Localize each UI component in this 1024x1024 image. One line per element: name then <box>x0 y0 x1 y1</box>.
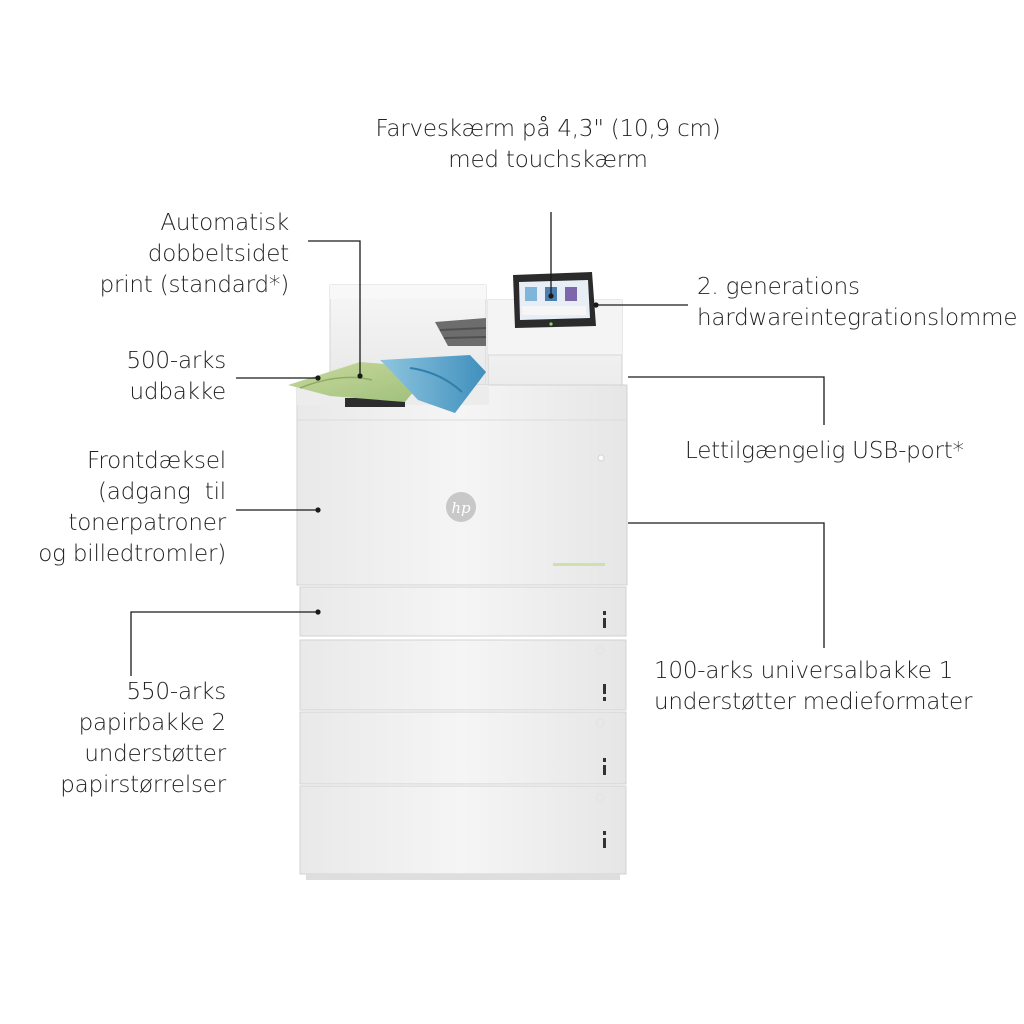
callout-display-line-1: Farveskærm på 4,3" (10,9 cm) <box>375 116 721 142</box>
callout-duplex: Automatisk dobbeltsidet print (standard*… <box>40 208 290 301</box>
callout-duplex-line-2: dobbeltsidet <box>147 241 289 267</box>
callout-output-bin-line-2: udbakke <box>129 379 227 405</box>
leader-tray1 <box>628 522 825 648</box>
callout-hip-line-2: hardwareintegrationslomme <box>697 305 1018 331</box>
paper-trays <box>299 586 627 880</box>
callout-usb-line-1: Lettilgængelig USB-port* <box>685 438 964 464</box>
callout-tray2-line-1: 550-arks <box>126 679 227 705</box>
callout-tray2-line-4: papirstørrelser <box>60 772 226 798</box>
callout-output-bin: 500-arks udbakke <box>60 346 227 408</box>
callout-tray2-line-2: papirbakke 2 <box>78 710 227 736</box>
callout-tray2-line-3: understøtter <box>84 741 226 767</box>
callout-front-cover: Frontdæksel (adgang til tonerpatroner og… <box>10 446 226 570</box>
touch-display <box>513 272 596 328</box>
callout-duplex-line-3: print (standard*) <box>99 272 290 298</box>
callout-display: Farveskærm på 4,3" (10,9 cm) med touchsk… <box>348 114 748 176</box>
callout-front-cover-line-4: og billedtromler) <box>38 541 226 567</box>
callout-tray1: 100-arks universalbakke 1 understøtter m… <box>654 656 1014 718</box>
output-paper <box>288 355 486 413</box>
leader-duplex <box>308 240 361 376</box>
callout-front-cover-line-3: tonerpatroner <box>68 510 226 536</box>
hp-logo-icon: hp <box>446 492 476 522</box>
callout-front-cover-line-2: (adgang til <box>98 479 226 505</box>
leader-tray2 <box>130 611 318 676</box>
callout-hip-line-1: 2. generations <box>697 274 860 300</box>
callout-usb: Lettilgængelig USB-port* <box>685 436 1005 467</box>
callout-hip: 2. generations hardwareintegrationslomme <box>697 272 1017 334</box>
callout-front-cover-line-1: Frontdæksel <box>86 448 226 474</box>
leader-dots <box>315 293 599 615</box>
svg-text:hp: hp <box>451 499 471 517</box>
printer-body <box>296 384 628 586</box>
callout-output-bin-line-1: 500-arks <box>126 348 227 374</box>
callout-tray1-line-2: understøtter medieformater <box>654 689 973 715</box>
callout-tray2: 550-arks papirbakke 2 understøtter papir… <box>20 677 226 801</box>
callout-duplex-line-1: Automatisk <box>160 210 289 236</box>
leader-lines <box>130 212 825 676</box>
callout-tray1-line-1: 100-arks universalbakke 1 <box>654 658 954 684</box>
callout-display-line-2: med touchskærm <box>448 147 648 173</box>
leader-usb <box>628 376 825 425</box>
